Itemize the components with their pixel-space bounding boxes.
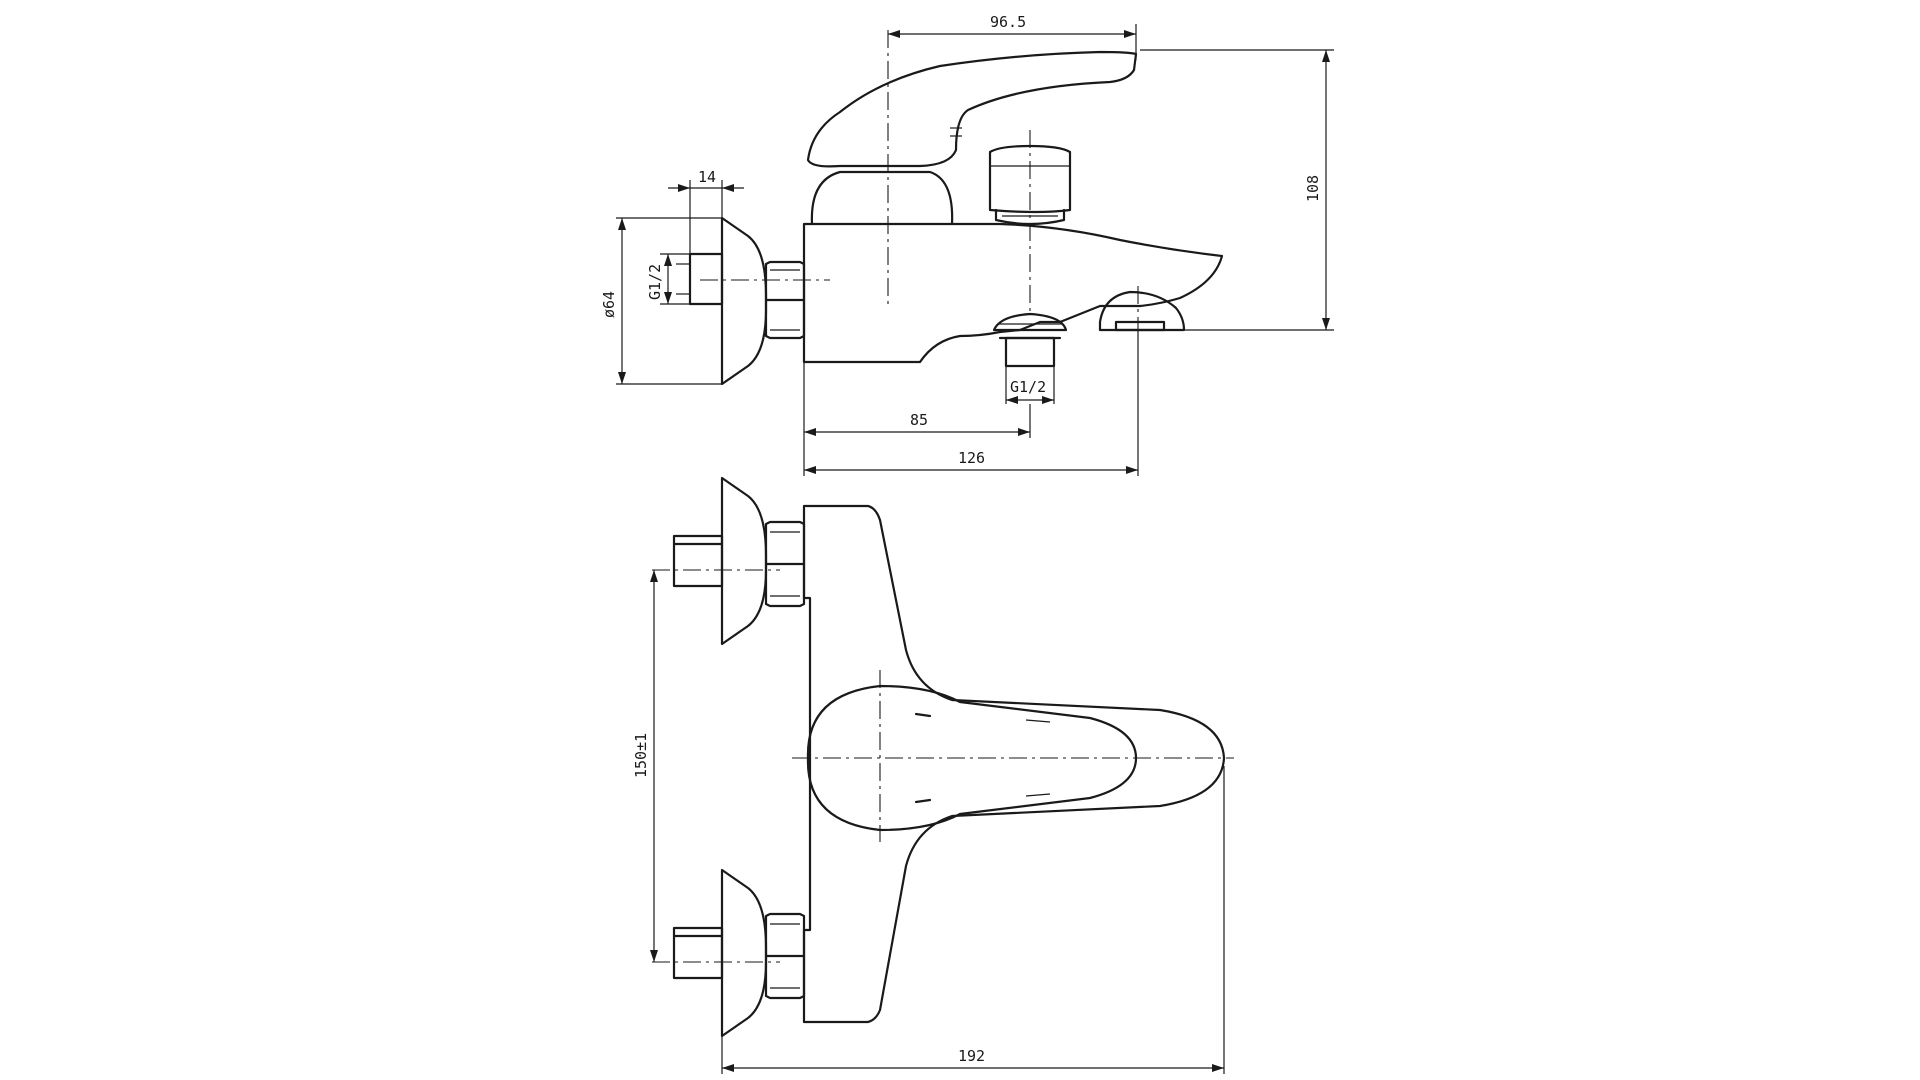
dim-inlet-thread: G1/2 xyxy=(646,264,664,300)
side-lever-handle xyxy=(806,50,1138,168)
side-outlet-connector xyxy=(992,312,1068,332)
side-diverter-knob xyxy=(988,144,1072,214)
side-spout-aerator xyxy=(1098,290,1186,332)
side-flange xyxy=(720,216,768,386)
front-inlet-upper xyxy=(672,534,724,588)
side-cartridge xyxy=(810,170,954,226)
dim-outlet-thread: G1/2 xyxy=(1010,378,1046,396)
front-body xyxy=(802,504,1226,1024)
dim-inlet-spacing: 150±1 xyxy=(632,733,650,778)
dim-lever-reach: 96.5 xyxy=(990,13,1026,31)
dim-total-width: 192 xyxy=(958,1047,985,1065)
side-view: 96.5 108 14 G1/2 ø64 G1/2 xyxy=(600,13,1334,476)
side-body xyxy=(802,222,1224,364)
front-flange-upper xyxy=(720,476,768,646)
dim-flange-diameter: ø64 xyxy=(600,291,618,318)
front-view: 150±1 192 xyxy=(632,476,1234,1074)
dim-outlet-offset: 85 xyxy=(910,411,928,429)
dim-height: 108 xyxy=(1304,175,1322,202)
front-flange-lower xyxy=(720,868,768,1038)
dim-flange-thickness: 14 xyxy=(698,168,716,186)
front-inlet-lower xyxy=(672,926,724,980)
side-inlet-stub xyxy=(688,252,724,306)
front-hex-nut-upper xyxy=(764,520,806,608)
dim-spout-offset: 126 xyxy=(958,449,985,467)
